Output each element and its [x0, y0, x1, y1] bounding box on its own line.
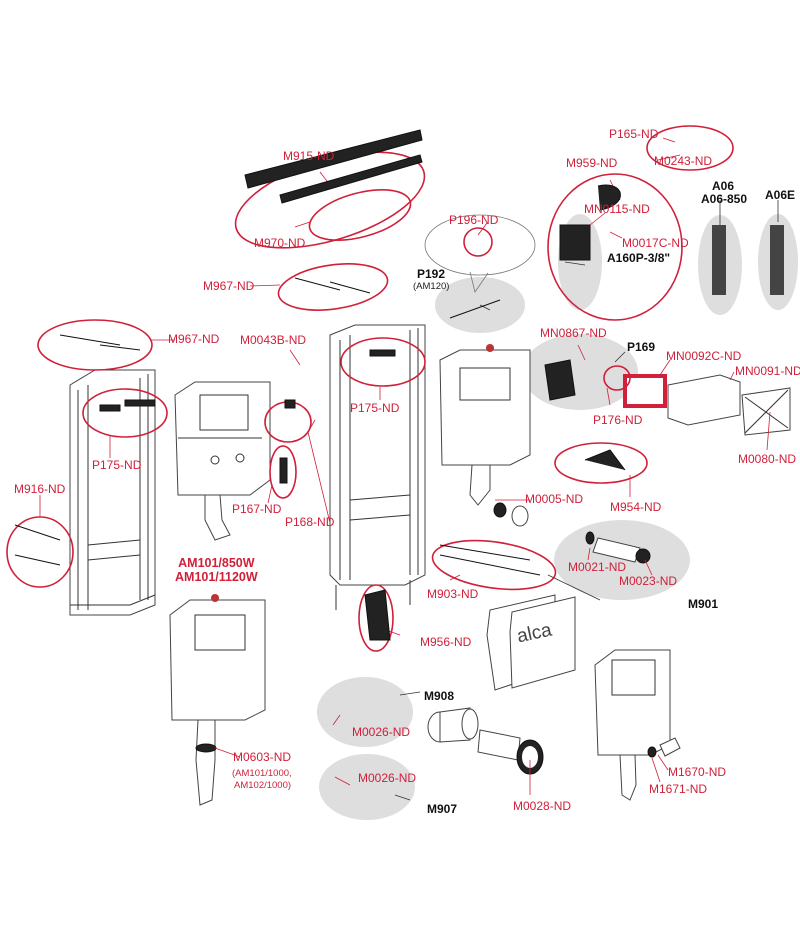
- label-m916: M916-ND: [14, 482, 66, 496]
- group-p176: [603, 365, 631, 391]
- label-mn0092c: MN0092C-ND: [666, 349, 742, 363]
- label-m0026-bottom: M0026-ND: [358, 771, 417, 785]
- label-m901: M901: [688, 597, 719, 611]
- alca-cover-box: [486, 594, 576, 691]
- group-m916: [6, 516, 74, 588]
- label-p192: P192: [417, 267, 446, 281]
- label-m0021: M0021-ND: [568, 560, 627, 574]
- label-m0023: M0023-ND: [619, 574, 678, 588]
- label-m0603-note1: (AM101/1000,: [232, 768, 292, 779]
- label-a06-850: A06-850: [701, 192, 748, 206]
- label-m0017c: M0017C-ND: [622, 236, 689, 250]
- label-m0080: M0080-ND: [738, 452, 797, 466]
- label-p169: P169: [627, 340, 656, 354]
- group-m967-top: [277, 263, 389, 311]
- bottom-left-cistern: [169, 594, 266, 806]
- group-p175-mid: [340, 337, 426, 387]
- group-p196-callout: [424, 214, 536, 276]
- label-mn0115: MN0115-ND: [584, 202, 650, 216]
- label-m967-left: M967-ND: [168, 332, 220, 346]
- flush-pipe-parts: [427, 502, 544, 775]
- label-m1671: M1671-ND: [649, 782, 708, 796]
- group-m956: [358, 584, 394, 652]
- label-m959: M959-ND: [566, 156, 618, 170]
- group-m903: [431, 539, 557, 591]
- model-title-line2: AM101/1120W: [175, 570, 258, 584]
- bottom-right-cistern: [594, 649, 681, 801]
- group-m970: [308, 189, 412, 241]
- label-m907: M907: [427, 802, 458, 816]
- label-m954: M954-ND: [610, 500, 662, 514]
- label-a06: A06: [712, 179, 735, 193]
- model-title: AM101/850W AM101/1120W: [175, 556, 258, 584]
- label-m903: M903-ND: [427, 587, 479, 601]
- group-m907: [319, 754, 415, 820]
- label-a160p: A160P-3/8": [607, 251, 671, 265]
- label-p176: P176-ND: [593, 413, 643, 427]
- label-mn0867: MN0867-ND: [540, 326, 607, 340]
- center-installation-frame: [329, 324, 426, 610]
- model-title-line1: AM101/850W: [178, 556, 255, 570]
- label-mn0091: MN0091-ND: [735, 364, 800, 378]
- label-m0005: M0005-ND: [525, 492, 584, 506]
- group-p167: [269, 445, 297, 499]
- label-a06e: A06E: [765, 188, 796, 202]
- label-p192-sub: (AM120): [413, 281, 450, 292]
- alca-logo: alca: [515, 619, 554, 648]
- label-p196: P196-ND: [449, 213, 499, 227]
- label-m967-top: M967-ND: [203, 279, 255, 293]
- label-p167: P167-ND: [232, 502, 282, 516]
- center-cistern: [439, 344, 531, 506]
- label-m0028: M0028-ND: [513, 799, 572, 813]
- label-m908: M908: [424, 689, 455, 703]
- label-p175-left: P175-ND: [92, 458, 142, 472]
- label-m0603: M0603-ND: [233, 750, 292, 764]
- left-cistern: [174, 381, 271, 541]
- label-m915: M915-ND: [283, 149, 335, 163]
- label-m0043b: M0043B-ND: [240, 333, 307, 347]
- group-m967-left: [37, 319, 153, 371]
- group-p165: [646, 125, 734, 171]
- group-m908: [317, 677, 413, 747]
- label-m0026-top: M0026-ND: [352, 725, 411, 739]
- group-p196: [463, 227, 493, 257]
- label-m956: M956-ND: [420, 635, 472, 649]
- label-p165: P165-ND: [609, 127, 659, 141]
- group-m954: [554, 442, 648, 484]
- label-m970: M970-ND: [254, 236, 306, 250]
- group-m959: [547, 173, 683, 321]
- group-p175-left: [82, 388, 168, 438]
- label-m0603-note2: AM102/1000): [234, 780, 292, 791]
- label-p175-mid: P175-ND: [350, 401, 400, 415]
- label-m1670: M1670-ND: [668, 765, 727, 779]
- label-m0243: M0243-ND: [654, 154, 713, 168]
- label-p168: P168-ND: [285, 515, 335, 529]
- group-p169: [522, 334, 638, 410]
